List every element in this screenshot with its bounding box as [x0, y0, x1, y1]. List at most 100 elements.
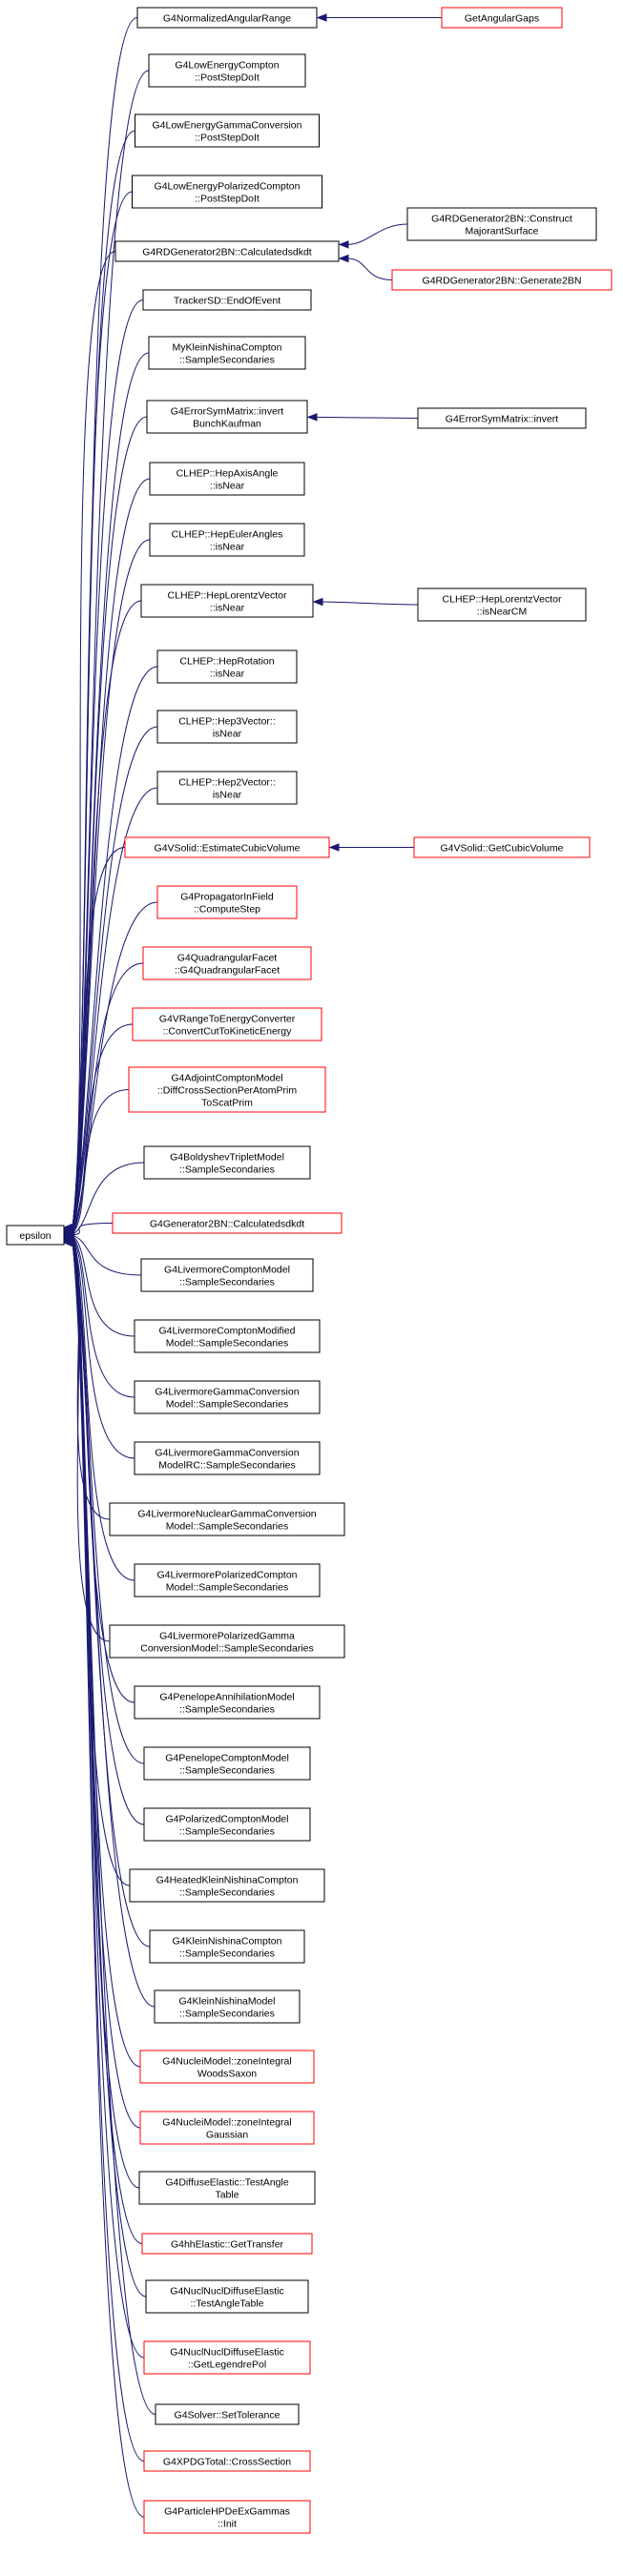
edge-line — [72, 251, 116, 1228]
edge-line — [72, 1235, 135, 1337]
node-label: G4LivermoreComptonModified — [159, 1326, 296, 1337]
edge-line — [72, 787, 158, 1231]
node-label: G4KleinNishinaCompton — [173, 1936, 282, 1947]
node-label: G4NucleiModel::zoneIntegral — [162, 2117, 291, 2129]
node-box — [141, 2233, 313, 2255]
node-box — [156, 771, 298, 805]
node-label: ::SampleSecondaries — [179, 2009, 275, 2020]
node-label: ::PostStepDoIt — [195, 72, 260, 84]
node-label: ::PostStepDoIt — [195, 133, 260, 144]
edge-line — [346, 223, 408, 245]
caller-node-g4polarizedcomptonmodel[interactable]: G4PolarizedComptonModel::SampleSecondari… — [143, 1807, 311, 1842]
caller-node-g4penelopecomptonmodel[interactable]: G4PenelopeComptonModel::SampleSecondarie… — [143, 1746, 311, 1781]
node-label: ::TestAngleTable — [190, 2298, 263, 2310]
caller-node-clhep-hep3vector-isnear[interactable]: CLHEP::Hep3Vector::isNear — [156, 710, 298, 744]
node-box — [134, 1441, 321, 1475]
node-box — [149, 1929, 305, 1964]
caller-node-g4livermorepolarizedcompton[interactable]: G4LivermorePolarizedComptonModel::Sample… — [134, 1563, 321, 1597]
node-label: ::isNear — [210, 669, 245, 680]
caller-node-g4nuclnucldiffuseelastic-getlegendrepol[interactable]: G4NuclNuclDiffuseElastic::GetLegendrePol — [143, 2340, 311, 2375]
caller-node-g4adjointcomptonmodel[interactable]: G4AdjointComptonModel::DiffCrossSectionP… — [128, 1066, 326, 1113]
node-label: CLHEP::HepLorentzVector — [443, 594, 562, 606]
caller-node-clhep-heprotation-isnear[interactable]: CLHEP::HepRotation::isNear — [156, 649, 298, 684]
caller-node-g4vsolid-estimatecubicvolume[interactable]: G4VSolid::EstimateCubicVolume — [124, 836, 330, 858]
node-label: CLHEP::HepLorentzVector — [168, 590, 287, 602]
edge-line — [72, 847, 126, 1232]
node-label: G4LowEnergyCompton — [175, 60, 279, 72]
node-label: G4NuclNuclDiffuseElastic — [170, 2286, 283, 2298]
arrow-head — [312, 597, 323, 607]
node-label: G4AdjointComptonModel — [171, 1073, 282, 1084]
root-node-epsilon[interactable]: epsilon — [6, 1225, 65, 1246]
caller-node-g4propagatorinfield-computestep[interactable]: G4PropagatorInField::ComputeStep — [156, 885, 298, 919]
caller-node-g4generator2bn-calculatedsdkdt[interactable]: G4Generator2BN::Calculatedsdkdt — [112, 1212, 343, 1234]
caller-node-g4hhelastic-gettransfer[interactable]: G4hhElastic::GetTransfer — [141, 2233, 313, 2255]
caller-node-g4kleinnishinamodel[interactable]: G4KleinNishinaModel::SampleSecondaries — [154, 1989, 301, 2024]
caller-node-clhep-hepeulerangles-isnear[interactable]: CLHEP::HepEulerAngles::isNear — [149, 523, 305, 557]
edge-line — [72, 1089, 130, 1234]
caller-node-g4penelopeannihilationmodel[interactable]: G4PenelopeAnnihilationModel::SampleSecon… — [134, 1685, 321, 1720]
node-box — [417, 407, 587, 429]
node-box — [134, 1319, 321, 1353]
caller-node-g4boldyshevtripletmodel[interactable]: G4BoldyshevTripletModel::SampleSecondari… — [143, 1145, 311, 1180]
node-box — [138, 2171, 316, 2205]
secondary-node-clhep-heplorentzvector-isnearcm[interactable]: CLHEP::HepLorentzVector::isNearCM — [417, 587, 587, 622]
caller-node-getnormalizedangularrange[interactable]: G4NormalizedAngularRange — [136, 7, 318, 29]
caller-node-clhep-hep2vector-isnear[interactable]: CLHEP::Hep2Vector::isNear — [156, 771, 298, 805]
secondary-node-g4rdgenerator2bn-constructmajorantsurface[interactable]: G4RDGenerator2BN::ConstructMajorantSurfa… — [406, 207, 597, 241]
caller-node-g4solver-settolerance[interactable]: G4Solver::SetTolerance — [155, 2403, 300, 2425]
node-box — [124, 836, 330, 858]
caller-node-g4kleinnishinacompton[interactable]: G4KleinNishinaCompton::SampleSecondaries — [149, 1929, 305, 1964]
caller-node-g4livermorecomptonmodel[interactable]: G4LivermoreComptonModel::SampleSecondari… — [140, 1258, 314, 1292]
caller-node-g4vrangetoenergyconverter[interactable]: G4VRangeToEnergyConverter::ConvertCutToK… — [132, 1007, 322, 1041]
node-label: G4QuadrangularFacet — [177, 953, 278, 964]
secondary-node-g4rdgenerator2bn-generate2bn[interactable]: G4RDGenerator2BN::Generate2BN — [391, 269, 613, 291]
caller-node-g4diffuseelastic-testangletable[interactable]: G4DiffuseElastic::TestAngleTable — [138, 2171, 316, 2205]
caller-node-g4nuclnucldiffuseelastic-testangletable[interactable]: G4NuclNuclDiffuseElastic::TestAngleTable — [145, 2279, 309, 2314]
node-label: G4NormalizedAngularRange — [163, 13, 291, 25]
caller-node-g4livermorepolarizedgamma[interactable]: G4LivermorePolarizedGammaConversionModel… — [109, 1624, 345, 1659]
caller-node-g4livermorenucleargammaconversion[interactable]: G4LivermoreNuclearGammaConversionModel::… — [109, 1502, 345, 1536]
caller-node-clhep-heplorentzvector-isnear[interactable]: CLHEP::HepLorentzVector::isNear — [140, 584, 314, 618]
caller-node-g4livermorecomptonmodified[interactable]: G4LivermoreComptonModifiedModel::SampleS… — [134, 1319, 321, 1353]
node-label: G4LowEnergyGammaConversion — [153, 120, 302, 132]
arrow-head — [306, 413, 318, 422]
node-label: G4DiffuseElastic::TestAngle — [165, 2177, 289, 2189]
caller-node-g4particlehpdeexgammas-init[interactable]: G4ParticleHPDeExGammas::Init — [143, 2500, 311, 2534]
node-box — [156, 885, 298, 919]
node-box — [134, 1685, 321, 1720]
caller-node-g4livermoregammaconversion[interactable]: G4LivermoreGammaConversionModel::SampleS… — [134, 1380, 321, 1414]
caller-node-g4lowenergygammaconversion-poststepdoit[interactable]: G4LowEnergyGammaConversion::PostStepDoIt — [135, 113, 320, 148]
caller-node-trackersd-endofevent[interactable]: TrackerSD::EndOfEvent — [142, 289, 312, 311]
caller-node-g4lowenergycompton-poststepdoit[interactable]: G4LowEnergyCompton::PostStepDoIt — [148, 53, 306, 88]
caller-node-g4xpdgtotal-crosssection[interactable]: G4XPDGTotal::CrossSection — [143, 2450, 311, 2472]
caller-node-g4lowenergypolarizedcompton-poststepdoit[interactable]: G4LowEnergyPolarizedCompton::PostStepDoI… — [132, 175, 322, 209]
node-box — [391, 269, 613, 291]
edge-line — [72, 299, 144, 1228]
node-label: G4LivermorePolarizedCompton — [156, 1570, 297, 1581]
caller-node-mykleinnishinacompton-samplesecondaries[interactable]: MyKleinNishinaCompton::SampleSecondaries — [148, 336, 306, 370]
node-label: CLHEP::Hep2Vector:: — [178, 777, 276, 789]
secondary-node-getangulargaps[interactable]: GetAngularGaps — [441, 7, 563, 29]
node-box — [142, 946, 312, 980]
node-label: G4NucleiModel::zoneIntegral — [162, 2056, 291, 2068]
node-label: G4LivermoreGammaConversion — [155, 1448, 299, 1459]
node-box — [143, 2340, 311, 2375]
caller-node-g4heatedkleinnishinacompton[interactable]: G4HeatedKleinNishinaCompton::SampleSecon… — [129, 1868, 325, 1903]
node-box — [143, 1746, 311, 1781]
node-label: ::SampleSecondaries — [179, 1948, 275, 1960]
edge-g4hhelastic-gettransfer-to-epsilon — [63, 1239, 143, 2244]
node-box — [136, 7, 318, 29]
secondary-node-g4errorsymmatrix-invert[interactable]: G4ErrorSymMatrix::invert — [417, 407, 587, 429]
caller-node-clhep-hepaxisangle-isnear[interactable]: CLHEP::HepAxisAngle::isNear — [149, 462, 305, 496]
secondary-node-g4vsolid-getcubicvolume[interactable]: G4VSolid::GetCubicVolume — [413, 836, 591, 858]
node-box — [155, 2403, 300, 2425]
caller-node-g4rdgenerator2bn-calculatedsdkdt[interactable]: G4RDGenerator2BN::Calculatedsdkdt — [114, 240, 340, 262]
edge-line — [72, 1238, 135, 1581]
caller-node-g4quadrangularfacet[interactable]: G4QuadrangularFacet::G4QuadrangularFacet — [142, 946, 312, 980]
node-label: G4XPDGTotal::CrossSection — [163, 2457, 291, 2468]
caller-node-g4livermoregammaconversionrc[interactable]: G4LivermoreGammaConversionModelRC::Sampl… — [134, 1441, 321, 1475]
